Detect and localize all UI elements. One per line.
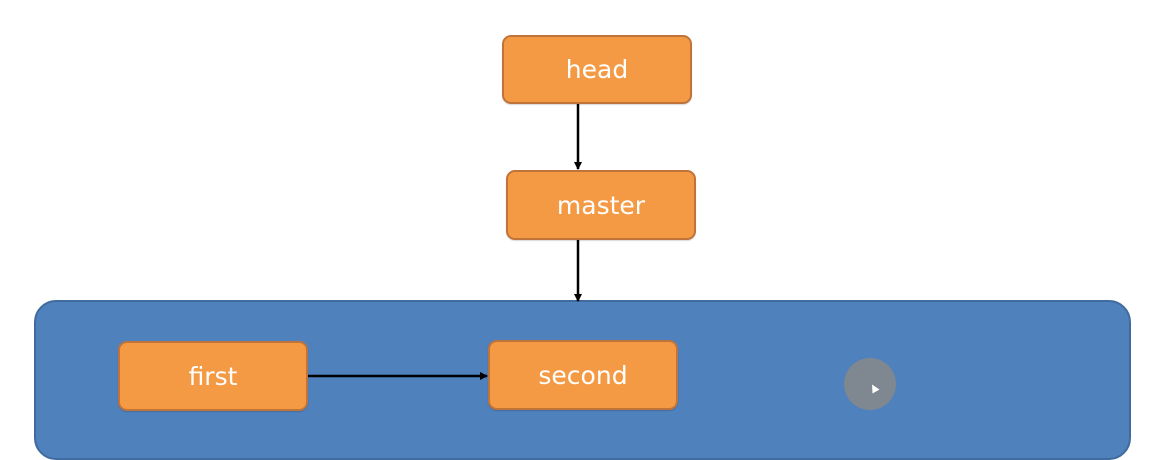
- first-commit-node: first: [118, 341, 308, 411]
- head-node: head: [502, 35, 692, 104]
- second-commit-node: second: [488, 340, 678, 410]
- cursor-indicator: [844, 358, 896, 410]
- master-node: master: [506, 170, 696, 240]
